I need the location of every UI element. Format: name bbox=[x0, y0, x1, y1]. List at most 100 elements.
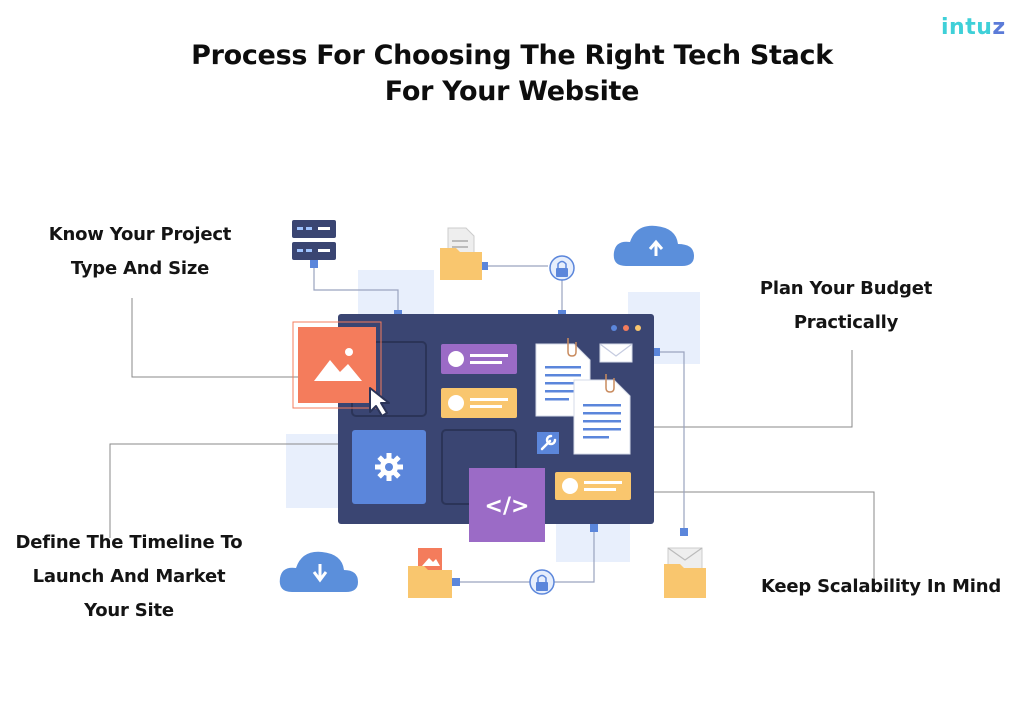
document-2-sheet bbox=[573, 379, 631, 455]
gear-tooth-3 bbox=[375, 464, 381, 470]
document-2-line-2 bbox=[583, 412, 621, 415]
gear-tooth-1 bbox=[386, 453, 392, 459]
node-1 bbox=[310, 260, 318, 268]
leader-line-2 bbox=[642, 350, 853, 428]
server-icon bbox=[292, 220, 336, 260]
document-icon-2 bbox=[573, 374, 631, 455]
profile-card-purple-bg bbox=[441, 344, 517, 374]
leader-lines bbox=[109, 298, 875, 578]
page-title: Process For Choosing The Right Tech Stac… bbox=[0, 38, 1024, 110]
leader-line-4 bbox=[642, 491, 875, 578]
document-1-line-5 bbox=[545, 398, 569, 401]
document-2-line-5 bbox=[583, 436, 609, 439]
profile-card-right-avatar bbox=[562, 478, 578, 494]
profile-card-yellow-avatar bbox=[448, 395, 464, 411]
gear-tooth-2 bbox=[386, 475, 392, 481]
folder-document-icon bbox=[440, 227, 482, 280]
server-unit-bottom bbox=[292, 242, 336, 260]
window-dot-orange bbox=[623, 325, 629, 331]
lock-icon-bottom bbox=[529, 569, 555, 595]
folder-mail-body bbox=[664, 564, 706, 598]
lock-top-body bbox=[556, 268, 568, 277]
server-led-3 bbox=[297, 249, 303, 252]
code-icon: </> bbox=[485, 494, 530, 519]
lock-bottom-shackle bbox=[537, 574, 547, 582]
title-line-1: Process For Choosing The Right Tech Stac… bbox=[191, 40, 833, 71]
node-7 bbox=[452, 578, 460, 586]
envelope-icon-small bbox=[599, 343, 633, 363]
lock-top-shackle bbox=[557, 260, 567, 268]
bg-square-left bbox=[286, 434, 340, 508]
step-1-line-2: Type And Size bbox=[70, 258, 210, 279]
paperclip-icon-1 bbox=[567, 338, 577, 357]
wrench-icon bbox=[540, 434, 557, 451]
folder-document-body bbox=[440, 248, 482, 280]
connectors bbox=[313, 264, 685, 583]
gear-icon bbox=[375, 453, 403, 481]
node-8 bbox=[590, 524, 598, 532]
profile-card-yellow bbox=[441, 388, 517, 418]
server-led-1 bbox=[297, 227, 303, 230]
leader-line-3 bbox=[109, 443, 340, 538]
server-slot-top bbox=[318, 227, 330, 230]
step-3-line-3: Your Site bbox=[84, 600, 174, 621]
server-led-4 bbox=[306, 249, 312, 252]
server-leds bbox=[297, 227, 312, 252]
document-1-lines bbox=[545, 366, 581, 401]
cloud-upload-icon bbox=[613, 225, 694, 266]
document-1-line-2 bbox=[545, 374, 581, 377]
lock-icon-top bbox=[549, 255, 575, 281]
mountain-icon bbox=[314, 360, 362, 381]
gear-tooth-8 bbox=[392, 470, 401, 479]
profile-card-purple-avatar bbox=[448, 351, 464, 367]
node-3 bbox=[480, 262, 488, 270]
document-1-line-1 bbox=[545, 366, 581, 369]
paperclip-icon-2 bbox=[605, 374, 615, 393]
folder-image-mountain bbox=[422, 558, 440, 566]
intuz-logo: intuz bbox=[941, 15, 1006, 40]
connector-bottom-lock bbox=[554, 528, 595, 583]
folder-document-line-1 bbox=[452, 240, 468, 242]
profile-card-right-line-1 bbox=[584, 481, 622, 484]
title-line-2: For Your Website bbox=[384, 76, 640, 107]
upload-arrow bbox=[648, 239, 664, 256]
envelope-small-body bbox=[599, 343, 633, 363]
folder-document-line-2 bbox=[452, 246, 468, 248]
cloud-download-icon bbox=[279, 551, 358, 592]
document-2-lines bbox=[583, 404, 621, 439]
document-2-line-1 bbox=[583, 404, 621, 407]
lock-bottom-body bbox=[536, 582, 548, 591]
profile-card-yellow-right bbox=[555, 472, 631, 500]
gear-tooth-5 bbox=[392, 455, 401, 464]
profile-card-right-line-2 bbox=[584, 488, 616, 491]
leader-line-1 bbox=[131, 298, 300, 378]
profile-card-yellow-line-1 bbox=[470, 398, 508, 401]
server-unit-top bbox=[292, 220, 336, 238]
window-dot-yellow bbox=[635, 325, 641, 331]
step-3-line-2: Launch And Market bbox=[32, 566, 226, 587]
document-2-line-3 bbox=[583, 420, 621, 423]
step-define-timeline: Define The Timeline To Launch And Market… bbox=[6, 526, 252, 628]
gear-hole bbox=[385, 463, 393, 471]
gear-tooth-6 bbox=[377, 470, 386, 479]
sun-icon bbox=[345, 348, 353, 356]
gear-tooth-7 bbox=[377, 455, 386, 464]
step-2-line-1: Plan Your Budget bbox=[759, 278, 933, 299]
step-2-line-2: Practically bbox=[793, 312, 899, 333]
window-dots bbox=[611, 325, 641, 331]
node-6 bbox=[680, 528, 688, 536]
folder-image-icon bbox=[408, 548, 452, 598]
gear-tooth-4 bbox=[397, 464, 403, 470]
folder-image-body bbox=[408, 566, 452, 598]
connector-right-mail bbox=[656, 351, 685, 530]
folder-mail-flap bbox=[667, 547, 703, 561]
step-scalability: Keep Scalability In Mind bbox=[746, 570, 1016, 604]
step-plan-budget: Plan Your Budget Practically bbox=[728, 272, 964, 340]
step-know-project: Know Your Project Type And Size bbox=[30, 218, 250, 286]
server-slot-bottom bbox=[318, 249, 330, 252]
profile-card-right-bg bbox=[555, 472, 631, 500]
document-2-line-4 bbox=[583, 428, 621, 431]
document-1-line-4 bbox=[545, 390, 581, 393]
document-1-line-3 bbox=[545, 382, 581, 385]
